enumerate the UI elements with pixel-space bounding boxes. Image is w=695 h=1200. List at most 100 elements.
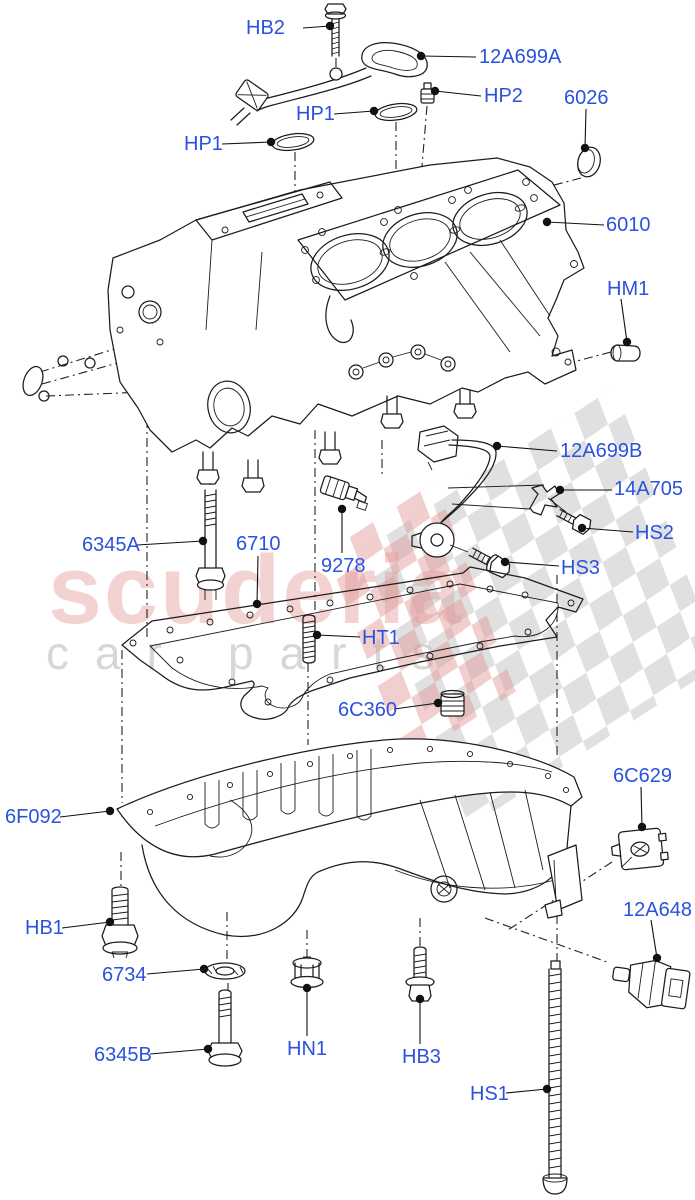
part-label-6710[interactable]: 6710 xyxy=(236,533,281,555)
part-label-hs2[interactable]: HS2 xyxy=(635,522,674,544)
part-label-6345b[interactable]: 6345B xyxy=(94,1044,152,1066)
part-label-12a699b[interactable]: 12A699B xyxy=(560,440,643,462)
leader-dot-6026 xyxy=(580,143,590,153)
core-plug-6026 xyxy=(577,146,601,178)
leader-line-6734 xyxy=(146,968,205,975)
bolt-hb1 xyxy=(101,886,139,959)
part-label-6c360[interactable]: 6C360 xyxy=(338,699,397,721)
nut-hn1 xyxy=(290,956,324,989)
part-label-6c629[interactable]: 6C629 xyxy=(613,765,672,787)
leader-dot-6710 xyxy=(252,599,262,609)
part-label-6734[interactable]: 6734 xyxy=(102,964,147,986)
part-label-hp1[interactable]: HP1 xyxy=(184,133,223,155)
plate-6c629 xyxy=(611,827,669,871)
leader-line-6010 xyxy=(546,221,605,226)
leader-dot-hp1_left xyxy=(266,137,276,147)
oil-pressure-switch-9278 xyxy=(319,475,369,511)
bolt-hs2 xyxy=(556,508,592,535)
leader-line-6026 xyxy=(584,108,587,149)
leader-line-ht1 xyxy=(316,634,361,638)
knock-sensor-harness xyxy=(411,425,497,558)
leader-dot-6f092 xyxy=(105,806,115,816)
stud-bolt-6345a xyxy=(195,489,226,600)
part-label-ht1[interactable]: HT1 xyxy=(362,627,400,649)
leader-dot-9278 xyxy=(337,504,347,514)
callout-leader-lines xyxy=(59,21,662,1094)
leader-line-6345a xyxy=(136,540,204,546)
leader-dot-12a648 xyxy=(652,953,662,963)
leader-line-12a699b xyxy=(496,445,558,452)
leader-line-hp1_right xyxy=(333,110,375,115)
part-label-hs3[interactable]: HS3 xyxy=(561,557,600,579)
leader-dot-hb1 xyxy=(105,917,115,927)
part-label-12a699a[interactable]: 12A699A xyxy=(479,46,562,68)
leader-dot-hn1 xyxy=(302,983,312,993)
leader-dot-6345a xyxy=(198,536,208,546)
part-label-6f092[interactable]: 6F092 xyxy=(5,806,62,828)
leader-dot-hs3 xyxy=(500,557,510,567)
part-label-hm1[interactable]: HM1 xyxy=(607,278,650,300)
leader-line-hs2 xyxy=(581,527,634,533)
leader-dot-6010 xyxy=(542,217,552,227)
part-label-hb2[interactable]: HB2 xyxy=(246,17,285,39)
leader-dot-hs1 xyxy=(542,1084,552,1094)
part-label-hn1[interactable]: HN1 xyxy=(287,1038,328,1060)
core-plug-left xyxy=(22,355,96,402)
leader-dot-hs2 xyxy=(577,523,587,533)
bolt-hb3 xyxy=(405,946,435,1002)
leader-dot-hp1_right xyxy=(369,106,379,116)
part-label-hb3[interactable]: HB3 xyxy=(402,1046,441,1068)
dowel-hm1 xyxy=(610,344,641,362)
oil-pan-6f092 xyxy=(116,738,583,937)
leader-line-6c629 xyxy=(640,786,643,828)
oring-hp1-right xyxy=(374,102,418,122)
leader-line-6f092 xyxy=(59,810,111,818)
oring-hp1-left xyxy=(271,132,315,152)
leader-line-hs1 xyxy=(505,1088,548,1094)
part-label-hs1[interactable]: HS1 xyxy=(470,1083,509,1105)
part-label-9278[interactable]: 9278 xyxy=(321,555,366,577)
leader-line-6345b xyxy=(149,1048,209,1055)
leader-dot-hb2 xyxy=(325,21,335,31)
watermark-tagline-car: car xyxy=(46,627,188,679)
leader-line-hs3 xyxy=(504,561,560,567)
part-label-hp2[interactable]: HP2 xyxy=(484,85,523,107)
leader-line-hm1 xyxy=(620,298,628,343)
leader-line-hb2 xyxy=(302,25,331,29)
part-label-6010[interactable]: 6010 xyxy=(606,214,651,236)
leader-dot-6c629 xyxy=(637,822,647,832)
washer-6734 xyxy=(204,962,246,980)
oil-pan-gasket-6710 xyxy=(121,566,584,720)
leader-dot-hp2 xyxy=(430,86,440,96)
leader-dot-14a705 xyxy=(555,485,565,495)
leader-line-12a699a xyxy=(420,55,477,58)
stud-ht1 xyxy=(302,614,316,664)
leader-dot-hm1 xyxy=(622,337,632,347)
leader-dot-hb3 xyxy=(415,994,425,1004)
watermark-brand: scuderia xyxy=(48,535,463,644)
leader-dot-12a699a xyxy=(416,51,426,61)
leader-dot-6734 xyxy=(199,964,209,974)
oil-dipstick-tube xyxy=(230,41,428,126)
leader-line-hp1_left xyxy=(221,141,272,145)
cylinder-block xyxy=(107,157,585,493)
part-label-6026[interactable]: 6026 xyxy=(564,87,609,109)
part-label-hp1[interactable]: HP1 xyxy=(296,103,335,125)
stud-hs1 xyxy=(542,960,568,1195)
leader-dot-ht1 xyxy=(312,630,322,640)
part-label-hb1[interactable]: HB1 xyxy=(25,917,64,939)
bolt-6345b xyxy=(207,989,243,1067)
threaded-plug-6c360 xyxy=(440,689,465,717)
leader-dot-6345b xyxy=(203,1044,213,1054)
part-label-6345a[interactable]: 6345A xyxy=(82,534,140,556)
leader-dot-6c360 xyxy=(433,698,443,708)
part-label-12a648[interactable]: 12A648 xyxy=(623,899,692,921)
main-bearing-studs xyxy=(196,389,477,493)
part-label-14a705[interactable]: 14A705 xyxy=(614,478,683,500)
leader-line-hb1 xyxy=(61,921,111,929)
bolt-hb2 xyxy=(324,3,347,57)
leader-line-6710 xyxy=(256,555,259,605)
leader-line-6c360 xyxy=(393,702,439,710)
plug-hp2 xyxy=(420,82,435,104)
